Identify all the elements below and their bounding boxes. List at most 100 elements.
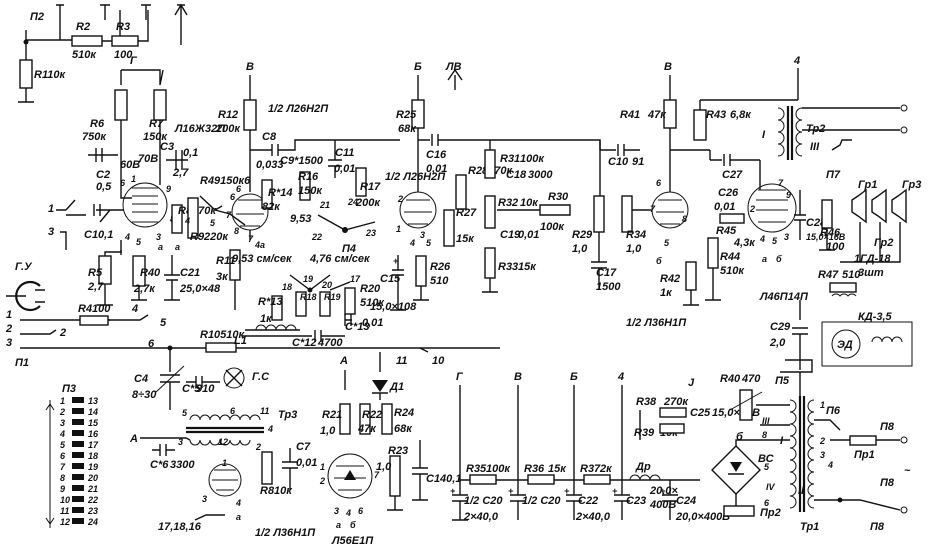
- rail-4-label: 4: [793, 55, 800, 67]
- label-c6: C*6: [150, 459, 169, 471]
- stage1-pentode: Г R6 750к R7 150к Л16Ж32П C2 0,5 60В 70В…: [48, 55, 251, 306]
- label-gs: Г.С: [252, 371, 270, 383]
- resistor-r40b: [739, 389, 753, 421]
- pin-tr1-4: 4: [827, 460, 833, 470]
- resistor-r22: [359, 403, 371, 435]
- switch-table-right-contact: 18: [88, 451, 98, 461]
- switch-table-contact-bar: [72, 485, 84, 491]
- indicator-tube-stage: А Д1 11 10 R21 1,0 R22 47к R24 68к 1 2 3…: [319, 347, 461, 547]
- label-r11: R11: [216, 255, 235, 267]
- switch-table-left-contact: 1: [60, 396, 65, 406]
- pin-tr1-5: 5: [764, 462, 770, 472]
- label-pin-b: б: [736, 431, 744, 443]
- label-r29: R29: [572, 229, 593, 241]
- switch-table-right-contact: 19: [88, 462, 98, 472]
- pin-l3-8: 8: [682, 214, 687, 224]
- mains-terminal[interactable]: [900, 506, 908, 514]
- polarity-plus: +: [564, 486, 570, 496]
- pin-tr1-3: 3: [820, 450, 825, 460]
- label-c27: C27: [722, 169, 743, 181]
- pin-p4-21: 21: [319, 200, 330, 210]
- rail-b-label-2: Б: [570, 371, 578, 383]
- speaker-gr2: [871, 188, 887, 224]
- pin-s-20: 20: [321, 280, 332, 290]
- polarity-plus: +: [660, 486, 666, 496]
- mains-terminal[interactable]: [900, 436, 908, 444]
- speaker-terminal[interactable]: [900, 104, 908, 112]
- resistor-r2: [71, 35, 103, 47]
- label-r31-value: 100к: [520, 153, 545, 165]
- signal-buses: [120, 100, 800, 373]
- pin-l3-b: б: [656, 256, 662, 266]
- pin-l2b-3: 3: [420, 230, 425, 240]
- pin-l4-7: 7: [778, 178, 784, 188]
- label-d1: Д1: [389, 381, 404, 393]
- label-r17: R17: [360, 181, 381, 193]
- label-c20a: 1/2 С20: [464, 495, 503, 507]
- pin-l1-3: 3: [156, 232, 161, 242]
- label-c11-value: 0,01: [334, 163, 355, 175]
- label-tr1-i: I: [780, 435, 784, 447]
- input-socket-section: Г.У 1 2 3 П1 R4100 4 5 6 2 R10510к: [5, 261, 480, 369]
- label-p2: П2: [30, 11, 44, 23]
- switch-table-left-contact: 2: [59, 407, 65, 417]
- resistor-r3: [111, 35, 139, 47]
- label-sw-3: 3: [48, 226, 54, 238]
- pin-l3-7: 7: [650, 204, 656, 214]
- label-c13-value: 0,01: [362, 317, 383, 329]
- top-supply-section: П2 R110к R2 510к R3 100: [18, 3, 188, 103]
- fuse-pr2: [723, 505, 755, 517]
- resistor-r39: [659, 423, 685, 434]
- label-gr3: Гр3: [902, 179, 921, 191]
- pin-tr3-4: 4: [267, 424, 273, 434]
- pin-tr3-12: 12: [218, 437, 228, 447]
- label-r40-value: 2,7к: [133, 283, 156, 295]
- label-c29: C29: [770, 321, 791, 333]
- label-60v: 60В: [120, 159, 140, 171]
- label-r5: R5: [88, 267, 103, 279]
- resistor-r32: [484, 195, 496, 229]
- switch-table-contact-bar: [72, 419, 84, 425]
- label-r27-value: 15к: [456, 233, 475, 245]
- resistor-r31: [484, 149, 496, 179]
- switch-table-right-contact: 20: [87, 473, 98, 483]
- label-c7-value: 0,01: [296, 457, 317, 469]
- label-r2: R2: [76, 21, 90, 33]
- resistor-r16: [299, 171, 311, 201]
- label-r1: R110к: [34, 69, 66, 81]
- pin-l1-1: 1: [131, 174, 136, 184]
- label-p1-5: 5: [160, 317, 167, 329]
- label-vs: ВС: [758, 453, 775, 465]
- label-tr2-i: I: [762, 129, 766, 141]
- pin-l5-2: 2: [319, 476, 325, 486]
- label-c1: C10,1: [84, 229, 113, 241]
- label-r47: R47: [818, 269, 839, 281]
- label-r26: R26: [430, 261, 451, 273]
- label-r17-value: 200к: [355, 197, 381, 209]
- label-c10b: C10: [608, 156, 629, 168]
- label-c20a-value: 2×40,0: [463, 511, 499, 523]
- label-c12: C*12: [292, 337, 316, 349]
- pin-tr1-2: 2: [819, 436, 825, 446]
- label-l3-tube: 1/2 Л36Н1П: [626, 317, 687, 329]
- label-p1-3: 3: [6, 337, 12, 349]
- switch-table-left-contact: 7: [60, 462, 66, 472]
- diode-d1: [372, 380, 388, 392]
- label-p4: П4: [342, 243, 356, 255]
- stage4-triode: В R41 47к 6 7 8 5 б R42 1к 1/2 Л36Н1П: [620, 61, 710, 329]
- label-r8-value: 10к: [274, 485, 293, 497]
- switch-table-right-contact: 13: [88, 396, 98, 406]
- switch-table-contact-bar: [72, 430, 84, 436]
- output-stage: 4 R43 6,8к C27 C26 0,01 7 9 2 4 5 3 а б …: [693, 55, 921, 373]
- junction-dot: [307, 287, 313, 293]
- label-70v: 70В: [138, 153, 158, 165]
- speaker-terminal[interactable]: [900, 126, 908, 134]
- stage2-triode: В R12 200к 1/2 Л26Н2П C8 0,033 C9*1500 6…: [215, 61, 400, 349]
- label-l1-coil: L1: [234, 335, 247, 347]
- label-r33: R33: [498, 261, 518, 273]
- label-c7: C7: [296, 441, 311, 453]
- label-r18: R18: [300, 292, 317, 302]
- label-r3: R3: [116, 21, 130, 33]
